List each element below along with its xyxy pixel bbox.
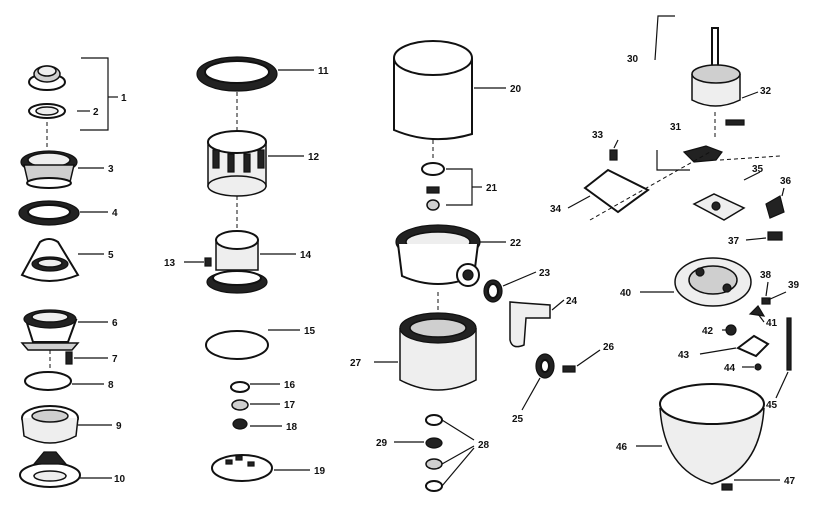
part-34-shield	[583, 168, 650, 214]
part-9-mounting-assembly	[21, 405, 79, 444]
callout-42: 42	[702, 326, 714, 337]
callout-13: 13	[164, 258, 176, 269]
callout-14: 14	[300, 250, 312, 261]
part-23-gasket	[483, 279, 503, 303]
callout-31: 31	[670, 122, 682, 133]
callout-37: 37	[728, 236, 740, 247]
callout-23: 23	[539, 268, 551, 279]
part-26-screw	[562, 365, 576, 373]
callout-24: 24	[566, 296, 578, 307]
part-3-sink-flange	[20, 150, 78, 189]
callout-5: 5	[108, 250, 114, 261]
leader-lines	[72, 69, 789, 487]
callout-9: 9	[116, 421, 122, 432]
callout-39: 39	[788, 280, 800, 291]
part-25-flange	[535, 353, 555, 379]
part-19-grind-plate	[211, 454, 273, 482]
column-4-parts	[583, 27, 792, 491]
part-18-nut	[232, 418, 248, 430]
callout-30: 30	[627, 54, 639, 65]
part-42-43-44-hardware	[725, 324, 770, 371]
part-28-29-washers	[425, 414, 443, 492]
part-13-clip	[204, 257, 212, 267]
part-22-upper-housing	[395, 224, 481, 287]
callout-22: 22	[510, 238, 522, 249]
callout-2: 2	[93, 107, 99, 118]
callout-34: 34	[550, 204, 562, 215]
guide-lines	[46, 15, 781, 370]
part-35-switch	[692, 193, 746, 221]
callout-33: 33	[592, 130, 604, 141]
part-24-elbow	[509, 301, 551, 348]
part-8-snap-ring	[24, 371, 72, 391]
part-47-screw	[721, 483, 733, 491]
column-1-parts	[18, 65, 81, 488]
part-15-gasket	[205, 330, 269, 360]
part-40-end-frame	[674, 257, 752, 307]
callout-4: 4	[112, 208, 118, 219]
callout-8: 8	[108, 380, 114, 391]
callout-17: 17	[284, 400, 296, 411]
part-10-lower-mount	[19, 451, 81, 488]
callout-18: 18	[286, 422, 298, 433]
part-21-seal-and-bushing	[421, 162, 445, 211]
callout-46: 46	[616, 442, 628, 453]
part-38-39-41-hardware	[748, 297, 771, 317]
callout-20: 20	[510, 84, 522, 95]
part-31-32-bearing-and-pins	[682, 119, 745, 163]
callout-15: 15	[304, 326, 316, 337]
callout-1: 1	[121, 93, 127, 104]
callout-12: 12	[308, 152, 320, 163]
part-14-hopper	[206, 230, 268, 294]
callout-36: 36	[780, 176, 792, 187]
part-2-ring	[28, 103, 66, 119]
part-12-sound-baffle	[207, 130, 267, 197]
part-5-backup-flange	[20, 238, 80, 282]
callout-40: 40	[620, 288, 632, 299]
part-17-nut	[231, 399, 249, 411]
callout-19: 19	[314, 466, 326, 477]
callout-26: 26	[603, 342, 615, 353]
part-33-screw	[609, 149, 618, 161]
callout-25: 25	[512, 414, 524, 425]
callout-16: 16	[284, 380, 296, 391]
callout-35: 35	[752, 164, 764, 175]
callout-38: 38	[760, 270, 772, 281]
callout-7: 7	[112, 354, 118, 365]
callout-43: 43	[678, 350, 690, 361]
callout-27: 27	[350, 358, 362, 369]
part-27-lower-housing	[399, 312, 477, 391]
callout-labels: 1 2 3 4 5 6 7 8 9 10 11 12 13 14 15 16 1…	[93, 54, 800, 487]
callout-32: 32	[760, 86, 772, 97]
callout-21: 21	[486, 183, 498, 194]
callout-45: 45	[766, 400, 778, 411]
part-46-bottom-shell	[659, 383, 765, 485]
callout-11: 11	[318, 66, 329, 77]
part-20-insulation-jacket	[393, 40, 473, 141]
callout-47: 47	[784, 476, 796, 487]
part-4-gasket	[18, 200, 80, 226]
callout-28: 28	[478, 440, 490, 451]
callout-41: 41	[766, 318, 778, 329]
part-36-37-terminal	[765, 195, 785, 241]
part-7-screw	[65, 351, 73, 365]
part-30-rotor	[691, 27, 741, 107]
callout-3: 3	[108, 164, 114, 175]
callout-29: 29	[376, 438, 388, 449]
callout-10: 10	[114, 474, 126, 485]
part-11-cushion-mount	[196, 56, 278, 92]
callout-44: 44	[724, 363, 736, 374]
column-3-parts	[393, 40, 576, 492]
part-45-bolt	[786, 317, 792, 371]
callout-6: 6	[112, 318, 118, 329]
part-6-mounting-ring	[20, 309, 80, 351]
part-1-stopper	[28, 65, 66, 91]
part-16-washer	[230, 381, 250, 393]
column-2-parts	[196, 56, 278, 482]
